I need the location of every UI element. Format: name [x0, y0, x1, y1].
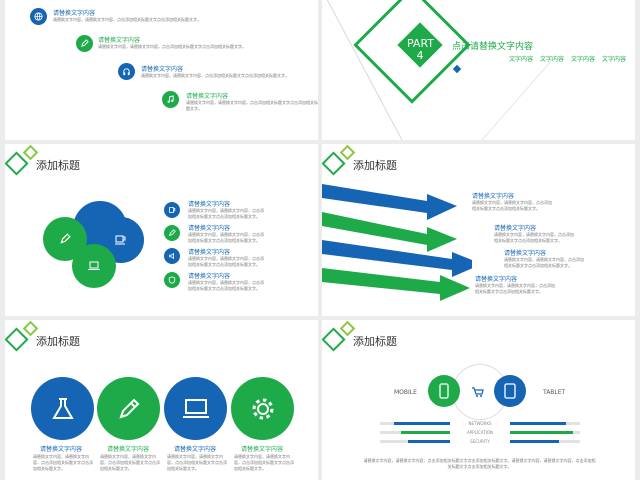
- slide-1[interactable]: 请替换文字内容 请替换文字内容，请替换文字内容，点击添加相关标题文字点击添加相关…: [5, 0, 318, 140]
- item-desc: 请替换文字内容，请替换文字内容，点击添加相关标题文字点击添加相关标题文字。: [167, 454, 227, 471]
- tag: 文字内容: [571, 56, 596, 63]
- arrow-1: [322, 184, 457, 220]
- bar-track-left: [380, 422, 450, 425]
- bar-row: SECURITY: [380, 438, 580, 446]
- gear-icon: [231, 377, 294, 440]
- music-icon: [162, 91, 179, 108]
- part-number: 4: [416, 49, 424, 62]
- diamond-logo-icon: [5, 320, 39, 352]
- item-title: 请替换文字内容: [188, 273, 231, 280]
- tag: 文字内容: [509, 56, 534, 63]
- item-title: 请替换文字内容: [174, 446, 217, 453]
- arrow-chart: [322, 184, 472, 301]
- globe-icon: [30, 8, 47, 25]
- slide-title: 添加标题: [36, 335, 80, 348]
- item-desc: 请替换文字内容，请替换文字内容，点击添加相关标题文字点击添加相关标题文字。: [494, 232, 574, 243]
- bar-track-right: [510, 431, 580, 434]
- slide-5[interactable]: 添加标题 请替换文字内容 请替换文字内容，请替换文字内容，点击添加相关标题文字点…: [5, 320, 318, 480]
- bar-fill-left: [394, 422, 450, 425]
- diamond-logo-icon: [5, 144, 39, 176]
- item-title: 请替换文字内容: [188, 225, 231, 232]
- tag: 文字内容: [540, 56, 565, 63]
- item-desc: 请替换文字内容，请替换文字内容，点击添加相关标题文字点击添加相关标题文字。: [186, 100, 318, 111]
- bar-track-right: [510, 440, 580, 443]
- bar-label: APPLICATION: [467, 430, 493, 435]
- item-title: 请替换文字内容: [40, 446, 83, 453]
- mobile-label: MOBILE: [394, 389, 417, 396]
- item-title: 请替换文字内容: [98, 37, 141, 44]
- item-title: 请替换文字内容: [475, 276, 518, 283]
- item-title: 请替换文字内容: [188, 201, 231, 208]
- tablet-icon: [494, 375, 526, 407]
- slide-4[interactable]: 添加标题 请替换文字内容 请替换文字内容，请替换文字内容，点击添加相关标题文字点…: [322, 144, 635, 316]
- item-title: 请替换文字内容: [188, 249, 231, 256]
- item-desc: 请替换文字内容，请替换文字内容，点击添加相关标题文字点击添加相关标题文字。: [475, 283, 555, 294]
- bar-track-left: [380, 431, 450, 434]
- item-desc: 请替换文字内容，请替换文字内容，点击添加相关标题文字点击添加相关标题文字。: [188, 280, 264, 291]
- slide-title: 添加标题: [353, 335, 397, 348]
- slide-2[interactable]: PART 4 点击请替换文字内容 文字内容 文字内容 文字内容 文字内容: [322, 0, 635, 140]
- speaker-icon: [164, 248, 180, 264]
- arrow-3: [322, 240, 472, 277]
- item-title: 请替换文字内容: [186, 93, 229, 100]
- bar-track-left: [380, 440, 450, 443]
- headphones-icon: [118, 63, 135, 80]
- bar-fill-right: [510, 440, 559, 443]
- item-desc: 请替换文字内容，请替换文字内容，点击添加相关标题文字点击添加相关标题文字。: [188, 256, 264, 267]
- part-label: PART: [407, 37, 435, 50]
- bar-label: NETWORKS: [468, 421, 492, 426]
- item-desc: 请替换文字内容，请替换文字内容，点击添加相关标题文字点击添加相关标题文字。: [100, 454, 160, 471]
- bar-label: SECURITY: [470, 439, 490, 444]
- item-desc: 请替换文字内容，请替换文字内容，点击添加相关标题文字点击添加相关标题文字。: [188, 208, 264, 219]
- laptop-icon: [72, 244, 116, 288]
- bar-track-right: [510, 422, 580, 425]
- bar-fill-right: [510, 431, 573, 434]
- tag-list: 文字内容 文字内容 文字内容 文字内容: [509, 54, 626, 63]
- tablet-label: TABLET: [543, 389, 566, 396]
- part-headline: 点击请替换文字内容: [452, 42, 534, 52]
- item-desc: 请替换文字内容，请替换文字内容，点击添加相关标题文字点击添加相关标题文字。: [98, 44, 246, 49]
- item-title: 请替换文字内容: [504, 250, 547, 257]
- footer-text: 请替换文字内容，请替换文字内容，点击添加相关标题文字点击添加相关标题文字。请替换…: [363, 458, 596, 469]
- item-title: 请替换文字内容: [241, 446, 284, 453]
- item-desc: 请替换文字内容，请替换文字内容，点击添加相关标题文字点击添加相关标题文字。: [234, 454, 294, 471]
- diamond-logo-icon: [322, 320, 356, 352]
- shield-icon: [164, 272, 180, 288]
- slide-title: 添加标题: [353, 159, 397, 172]
- pencil-icon: [164, 225, 180, 241]
- item-desc: 请替换文字内容，请替换文字内容，点击添加相关标题文字点击添加相关标题文字。: [33, 454, 93, 471]
- tag: 文字内容: [602, 56, 627, 63]
- cart-icon: [472, 387, 484, 397]
- pencil-icon: [76, 35, 93, 52]
- item-desc: 请替换文字内容，请替换文字内容，点击添加相关标题文字点击添加相关标题文字。: [504, 257, 584, 268]
- item-title: 请替换文字内容: [53, 10, 96, 17]
- phone-icon: [428, 375, 460, 407]
- pencil-icon: [97, 377, 160, 440]
- slide-3[interactable]: 添加标题 请替换文字内容 请替换文字内容，请替换文字内容，点击添加相关标题文字点…: [5, 144, 318, 316]
- slide-title: 添加标题: [36, 159, 80, 172]
- bar-fill-right: [510, 422, 566, 425]
- bar-fill-left: [401, 431, 450, 434]
- item-title: 请替换文字内容: [494, 225, 537, 232]
- bar-row: NETWORKS: [380, 420, 580, 428]
- arrow-4: [322, 268, 470, 301]
- arrow-2: [322, 212, 457, 252]
- bar-fill-left: [408, 440, 450, 443]
- part-decoration: [326, 0, 553, 140]
- item-desc: 请替换文字内容，请替换文字内容，点击添加相关标题文字点击添加相关标题文字。: [188, 232, 264, 243]
- item-desc: 请替换文字内容，请替换文字内容，点击添加相关标题文字点击添加相关标题文字。: [141, 73, 289, 78]
- item-title: 请替换文字内容: [107, 446, 150, 453]
- diamond-logo-icon: [322, 144, 356, 176]
- item-desc: 请替换文字内容，请替换文字内容，点击添加相关标题文字点击添加相关标题文字。: [53, 17, 201, 22]
- laptop-icon: [164, 377, 227, 440]
- flask-icon: [31, 377, 94, 440]
- bar-row: APPLICATION: [380, 429, 580, 437]
- item-title: 请替换文字内容: [472, 193, 515, 200]
- item-title: 请替换文字内容: [141, 66, 184, 73]
- slide-6[interactable]: 添加标题 MOBILE TABLET NETWORKS APPLICATION SE…: [322, 320, 635, 480]
- cup-icon: [164, 202, 180, 218]
- item-desc: 请替换文字内容，请替换文字内容，点击添加相关标题文字点击添加相关标题文字。: [472, 200, 552, 211]
